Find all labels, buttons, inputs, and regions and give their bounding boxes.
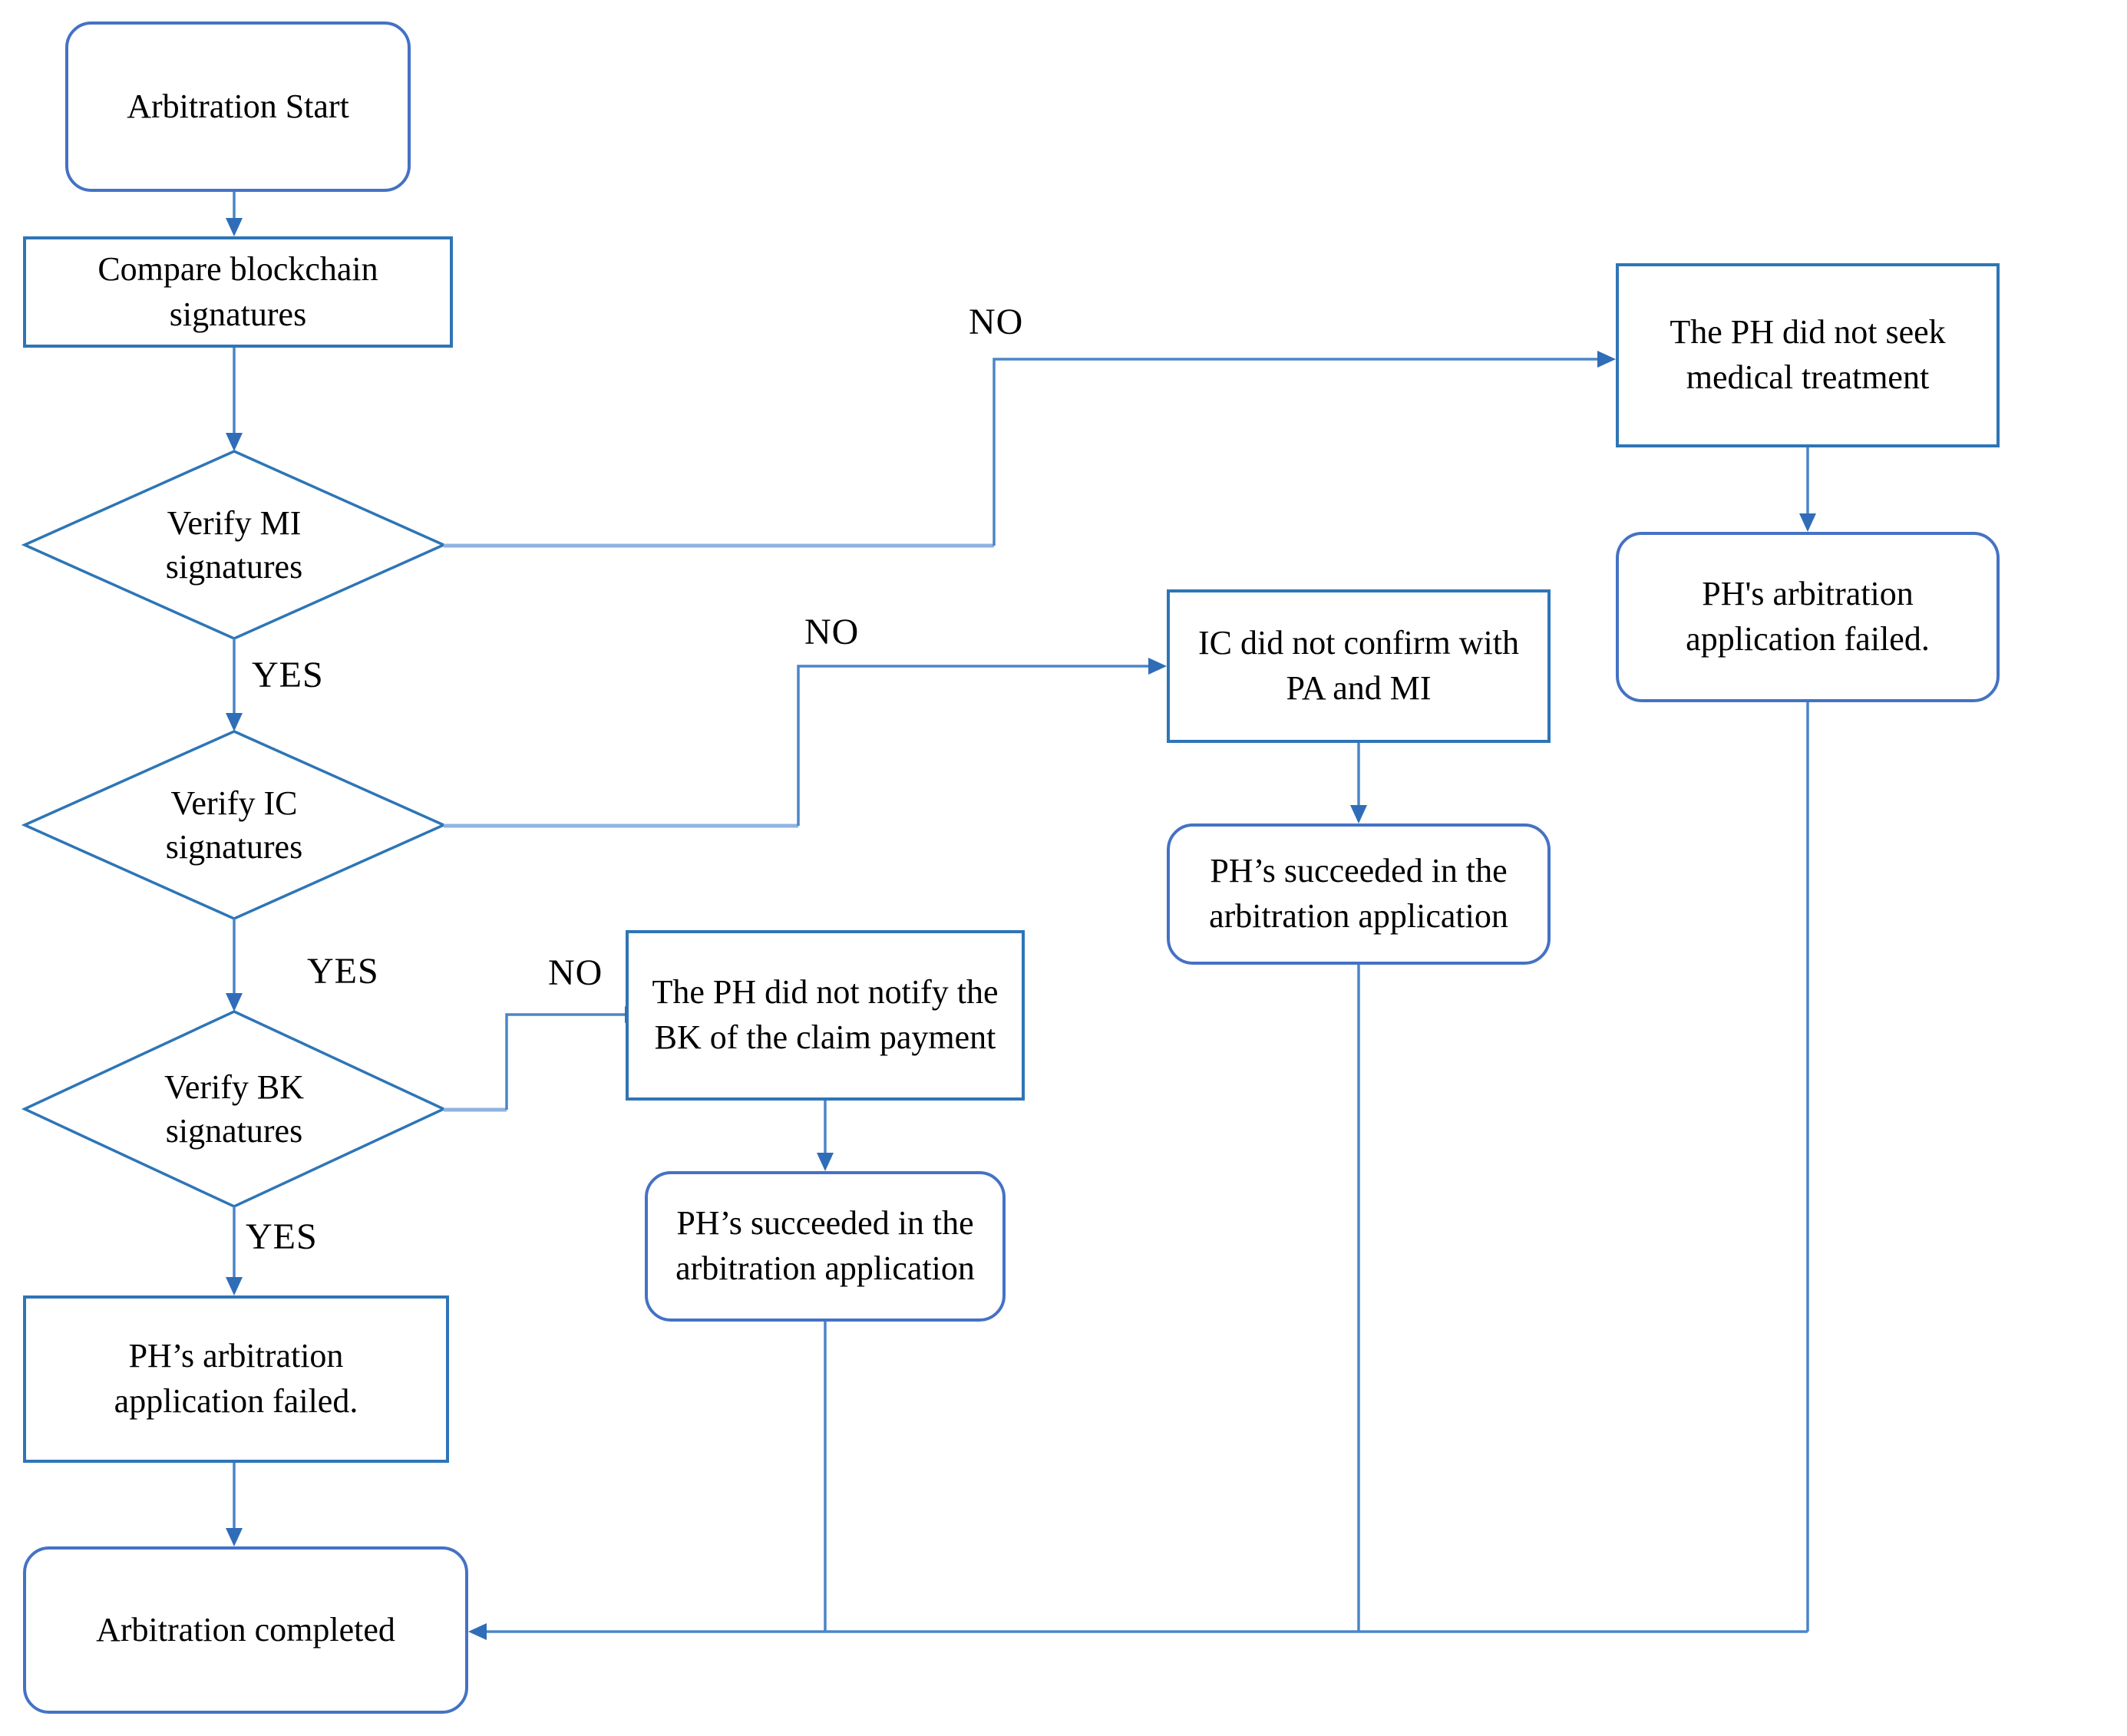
- arrowhead-medical-to-fail-right: [1799, 513, 1816, 532]
- arrowhead-compare-to-mi: [226, 433, 243, 451]
- edge-label-ic-no: NO: [804, 612, 860, 652]
- node-no-medical-treatment: The PH did not seek medical treatment: [1616, 263, 2000, 447]
- node-succeeded-mid: PH’s succeeded in the arbitration applic…: [645, 1171, 1006, 1322]
- arrowhead-mi-yes-to-ic: [226, 713, 243, 731]
- arrowhead-mi-no: [1597, 351, 1616, 368]
- node-notify-bk: The PH did not notify the BK of the clai…: [626, 930, 1025, 1101]
- edge-label-mi-no: NO: [969, 302, 1024, 342]
- edge-mi-no-up-right: [992, 358, 1611, 546]
- arrowhead-notify-to-succeeded-mid: [817, 1153, 834, 1171]
- edge-bk-no-up-right: [505, 1013, 639, 1110]
- decision-verify-bk-label: Verify BK signatures: [163, 1068, 305, 1150]
- node-arbitration-completed: Arbitration completed: [23, 1546, 468, 1714]
- edge-label-bk-no: NO: [548, 952, 603, 993]
- decision-verify-ic-label: Verify IC signatures: [165, 784, 303, 866]
- edge-label-ic-yes: YES: [307, 951, 379, 992]
- arrowhead-collector-to-completed: [468, 1623, 487, 1640]
- edge-label-mi-yes: YES: [252, 655, 324, 695]
- arrowhead-start-to-compare: [226, 218, 243, 236]
- arrowhead-notconfirm-to-succeeded-right: [1350, 805, 1367, 823]
- edge-label-bk-yes: YES: [246, 1216, 318, 1257]
- node-ic-not-confirm: IC did not confirm with PA and MI: [1167, 589, 1551, 743]
- arrowhead-bk-yes-to-fail-left: [226, 1277, 243, 1295]
- arrowhead-ic-no: [1148, 658, 1167, 675]
- node-fail-right: PH's arbitration application failed.: [1616, 532, 2000, 702]
- arrowhead-fail-left-to-completed: [226, 1528, 243, 1546]
- edge-ic-no-up-right: [797, 665, 1162, 826]
- arrowhead-ic-yes-to-bk: [226, 993, 243, 1012]
- node-succeeded-right: PH’s succeeded in the arbitration applic…: [1167, 823, 1551, 965]
- node-fail-left: PH’s arbitration application failed.: [23, 1295, 449, 1463]
- node-arbitration-start: Arbitration Start: [65, 21, 411, 192]
- decision-verify-mi-label: Verify MI signatures: [165, 503, 303, 586]
- node-compare-signatures: Compare blockchain signatures: [23, 236, 453, 348]
